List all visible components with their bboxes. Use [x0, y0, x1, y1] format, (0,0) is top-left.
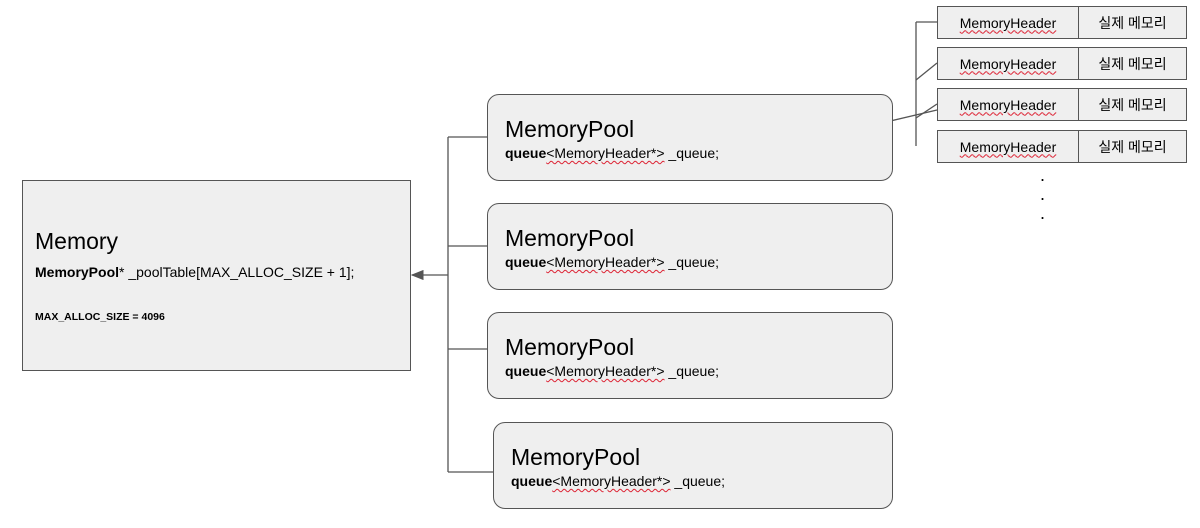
memory-header-cell: MemoryHeader — [937, 130, 1079, 163]
memory-pool-table-decl: MemoryPool* _poolTable[MAX_ALLOC_SIZE + … — [35, 264, 354, 280]
pool-queue-decl: queue<MemoryHeader*> _queue; — [511, 473, 725, 489]
memory-header-cell: MemoryHeader — [937, 6, 1079, 39]
pool-queue-decl: queue<MemoryHeader*> _queue; — [505, 254, 719, 270]
pool-title: MemoryPool — [505, 225, 635, 251]
memory-title: Memory — [35, 228, 119, 254]
pool-decl-type: <MemoryHeader*> — [546, 254, 665, 270]
actual-memory-cell: 실제 메모리 — [1079, 47, 1187, 80]
header-branch-2 — [915, 62, 938, 81]
pool-decl-rest: _queue; — [664, 145, 720, 161]
memory-header-block: MemoryHeader 실제 메모리 — [937, 130, 1187, 163]
pool-decl-keyword: queue — [505, 363, 547, 379]
memory-header-cell: MemoryHeader — [937, 47, 1079, 80]
ellipsis-dot: . — [1040, 165, 1046, 185]
memory-pool-box: MemoryPool queue<MemoryHeader*> _queue; — [493, 422, 893, 509]
memory-header-label: MemoryHeader — [959, 138, 1057, 155]
pool-decl-keyword: queue — [505, 145, 547, 161]
pool-decl-type: <MemoryHeader*> — [546, 363, 665, 379]
pool-decl-keyword: queue — [511, 473, 553, 489]
memory-header-block: MemoryHeader 실제 메모리 — [937, 47, 1187, 80]
pool-title: MemoryPool — [505, 116, 635, 142]
memory-pool-box: MemoryPool queue<MemoryHeader*> _queue; — [487, 203, 893, 290]
pool-decl-type: <MemoryHeader*> — [552, 473, 671, 489]
actual-memory-cell: 실제 메모리 — [1079, 6, 1187, 39]
pool-decl-keyword: queue — [505, 254, 547, 270]
memory-pool-box: MemoryPool queue<MemoryHeader*> _queue; — [487, 312, 893, 399]
pool-decl-rest: _queue; — [664, 363, 720, 379]
header-branch-3 — [915, 103, 938, 119]
memory-decl-type: MemoryPool — [35, 264, 120, 280]
memory-decl-rest: * _poolTable[MAX_ALLOC_SIZE + 1]; — [119, 264, 355, 280]
memory-header-label: MemoryHeader — [959, 55, 1057, 72]
pool-decl-rest: _queue; — [664, 254, 720, 270]
memory-header-label: MemoryHeader — [959, 14, 1057, 31]
pool-title: MemoryPool — [511, 444, 641, 470]
pool-decl-rest: _queue; — [670, 473, 726, 489]
pool-title: MemoryPool — [505, 334, 635, 360]
actual-memory-cell: 실제 메모리 — [1079, 88, 1187, 121]
pool-queue-decl: queue<MemoryHeader*> _queue; — [505, 145, 719, 161]
memory-header-label: MemoryHeader — [959, 96, 1057, 113]
ellipsis-dot: . — [1040, 184, 1046, 204]
pool-decl-type: <MemoryHeader*> — [546, 145, 665, 161]
memory-box: Memory MemoryPool* _poolTable[MAX_ALLOC_… — [22, 180, 411, 371]
max-alloc-size-const: MAX_ALLOC_SIZE = 4096 — [35, 311, 165, 323]
memory-pool-box: MemoryPool queue<MemoryHeader*> _queue; — [487, 94, 893, 181]
memory-header-block: MemoryHeader 실제 메모리 — [937, 88, 1187, 121]
actual-memory-cell: 실제 메모리 — [1079, 130, 1187, 163]
memory-header-cell: MemoryHeader — [937, 88, 1079, 121]
memory-header-block: MemoryHeader 실제 메모리 — [937, 6, 1187, 39]
ellipsis-dot: . — [1040, 203, 1046, 223]
pool-queue-decl: queue<MemoryHeader*> _queue; — [505, 363, 719, 379]
